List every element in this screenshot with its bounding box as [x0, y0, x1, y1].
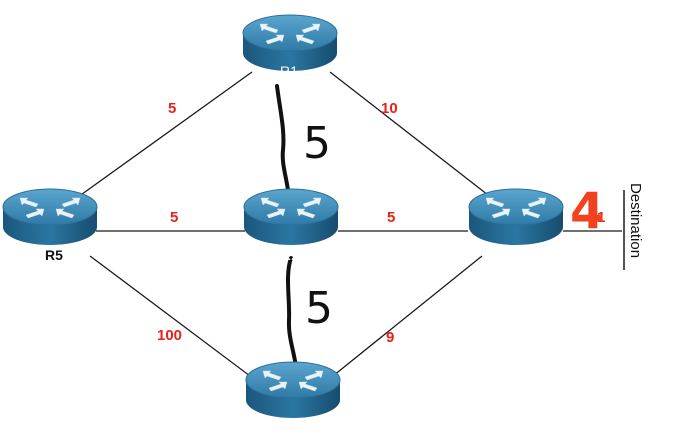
- router-r3: [245, 361, 341, 419]
- link-r5-r3: [89, 255, 259, 383]
- destination-label: Destination: [627, 183, 644, 258]
- metric-r5-r3: 100: [157, 327, 182, 344]
- handwritten-link-r2-r3: [285, 256, 299, 379]
- handwritten-link-r1-r2: [275, 84, 292, 209]
- handwritten-metric-r4-destination: 4: [570, 182, 605, 240]
- metric-r4-destination: 1: [597, 209, 605, 226]
- link-r1-r4: [329, 71, 489, 196]
- router-r2: [243, 188, 339, 246]
- handwritten-metric-r1-r2: 5: [303, 118, 331, 169]
- link-r5-r1: [77, 71, 253, 198]
- handwritten-metric-r2-r3: 5: [305, 283, 333, 334]
- router-r4: [468, 188, 564, 246]
- router-r1-label: R1: [280, 63, 298, 79]
- router-r2-label: R2: [281, 247, 299, 263]
- router-r3-label: R3: [282, 415, 300, 431]
- metric-r5-r1: 5: [168, 100, 176, 117]
- links: [77, 71, 622, 383]
- link-r3-r4: [327, 255, 483, 381]
- metric-r2-r4: 5: [387, 209, 395, 226]
- router-r5-label: R5: [45, 247, 63, 263]
- router-r5: [2, 188, 98, 246]
- metric-r1-r4: 10: [381, 100, 398, 117]
- metric-r5-r2: 5: [170, 209, 178, 226]
- router-r4-label: R4: [506, 247, 524, 263]
- metric-r3-r4: 9: [386, 329, 394, 346]
